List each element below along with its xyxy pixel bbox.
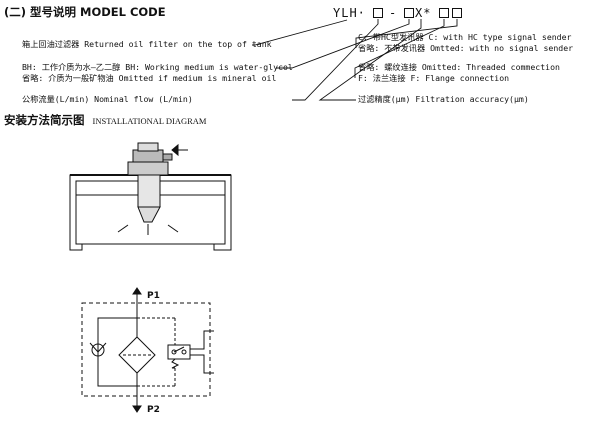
indicator-spring (171, 358, 180, 369)
filter-symbol (118, 336, 156, 374)
code-box-medium (404, 8, 414, 18)
port-p2-label: P2 (147, 405, 160, 415)
installation-title-en: INSTALLATIONAL DIAGRAM (92, 116, 207, 126)
filter-outlet-pipe (162, 153, 173, 161)
code-box-accuracy (439, 8, 449, 18)
label-signal-sender-c: C: 带HC型发讯器 C: with HC type signal sender (358, 32, 572, 42)
signal-indicator-box (167, 344, 191, 360)
label-working-medium-bh: BH: 工作介质为水—乙二醇 BH: Working medium is wat… (22, 62, 293, 72)
p2-arrow (132, 405, 142, 413)
electrical-lead-bottom (190, 354, 214, 374)
check-valve-seat (89, 342, 107, 353)
model-code-text: YLH· (333, 7, 366, 19)
label-filtration-accuracy: 过滤精度(μm) Filtration accuracy(μm) (358, 94, 529, 104)
code-box-connection (452, 8, 462, 18)
label-signal-sender-omitted: 省略: 不带发讯器 Omtted: with no signal sender (358, 43, 574, 53)
model-code-title: (二) 型号说明 MODEL CODE (4, 5, 166, 19)
code-dash: - (389, 6, 398, 20)
label-returned-oil-filter: 箱上回油过滤器 Returned oil filter on the top o… (22, 39, 272, 49)
label-threaded-connection: 省略: 螺纹连接 Omitted: Threaded commection (358, 62, 560, 72)
filter-cap (137, 142, 159, 152)
electrical-lead-top (190, 330, 214, 350)
port-p1-label: P1 (147, 291, 160, 301)
indicator-contact-left (171, 349, 177, 355)
flow-arrow-right (167, 224, 179, 233)
label-medium-omitted: 省略: 介质为一般矿物油 Omitted if medium is minera… (22, 73, 277, 83)
filter-assembly-enclosure (81, 302, 211, 397)
indicator-contact-right (181, 349, 187, 355)
flow-arrow-left (117, 224, 129, 233)
p1-arrow (132, 287, 142, 295)
code-box-flow (373, 8, 383, 18)
code-xstar: X* (415, 6, 432, 20)
label-flange-connection: F: 法兰连接 F: Flange connection (358, 73, 510, 83)
filter-element-tip (137, 206, 161, 223)
tank-outline (69, 174, 232, 251)
label-nominal-flow: 公称流量(L/min) Nominal flow (L/min) (22, 94, 193, 104)
installation-title-cn: 安装方法简示图 (4, 113, 85, 127)
indicator-switch (173, 346, 185, 353)
installation-title: 安装方法简示图 INSTALLATIONAL DIAGRAM (4, 113, 207, 127)
code-prefix: YLH· (333, 6, 366, 20)
